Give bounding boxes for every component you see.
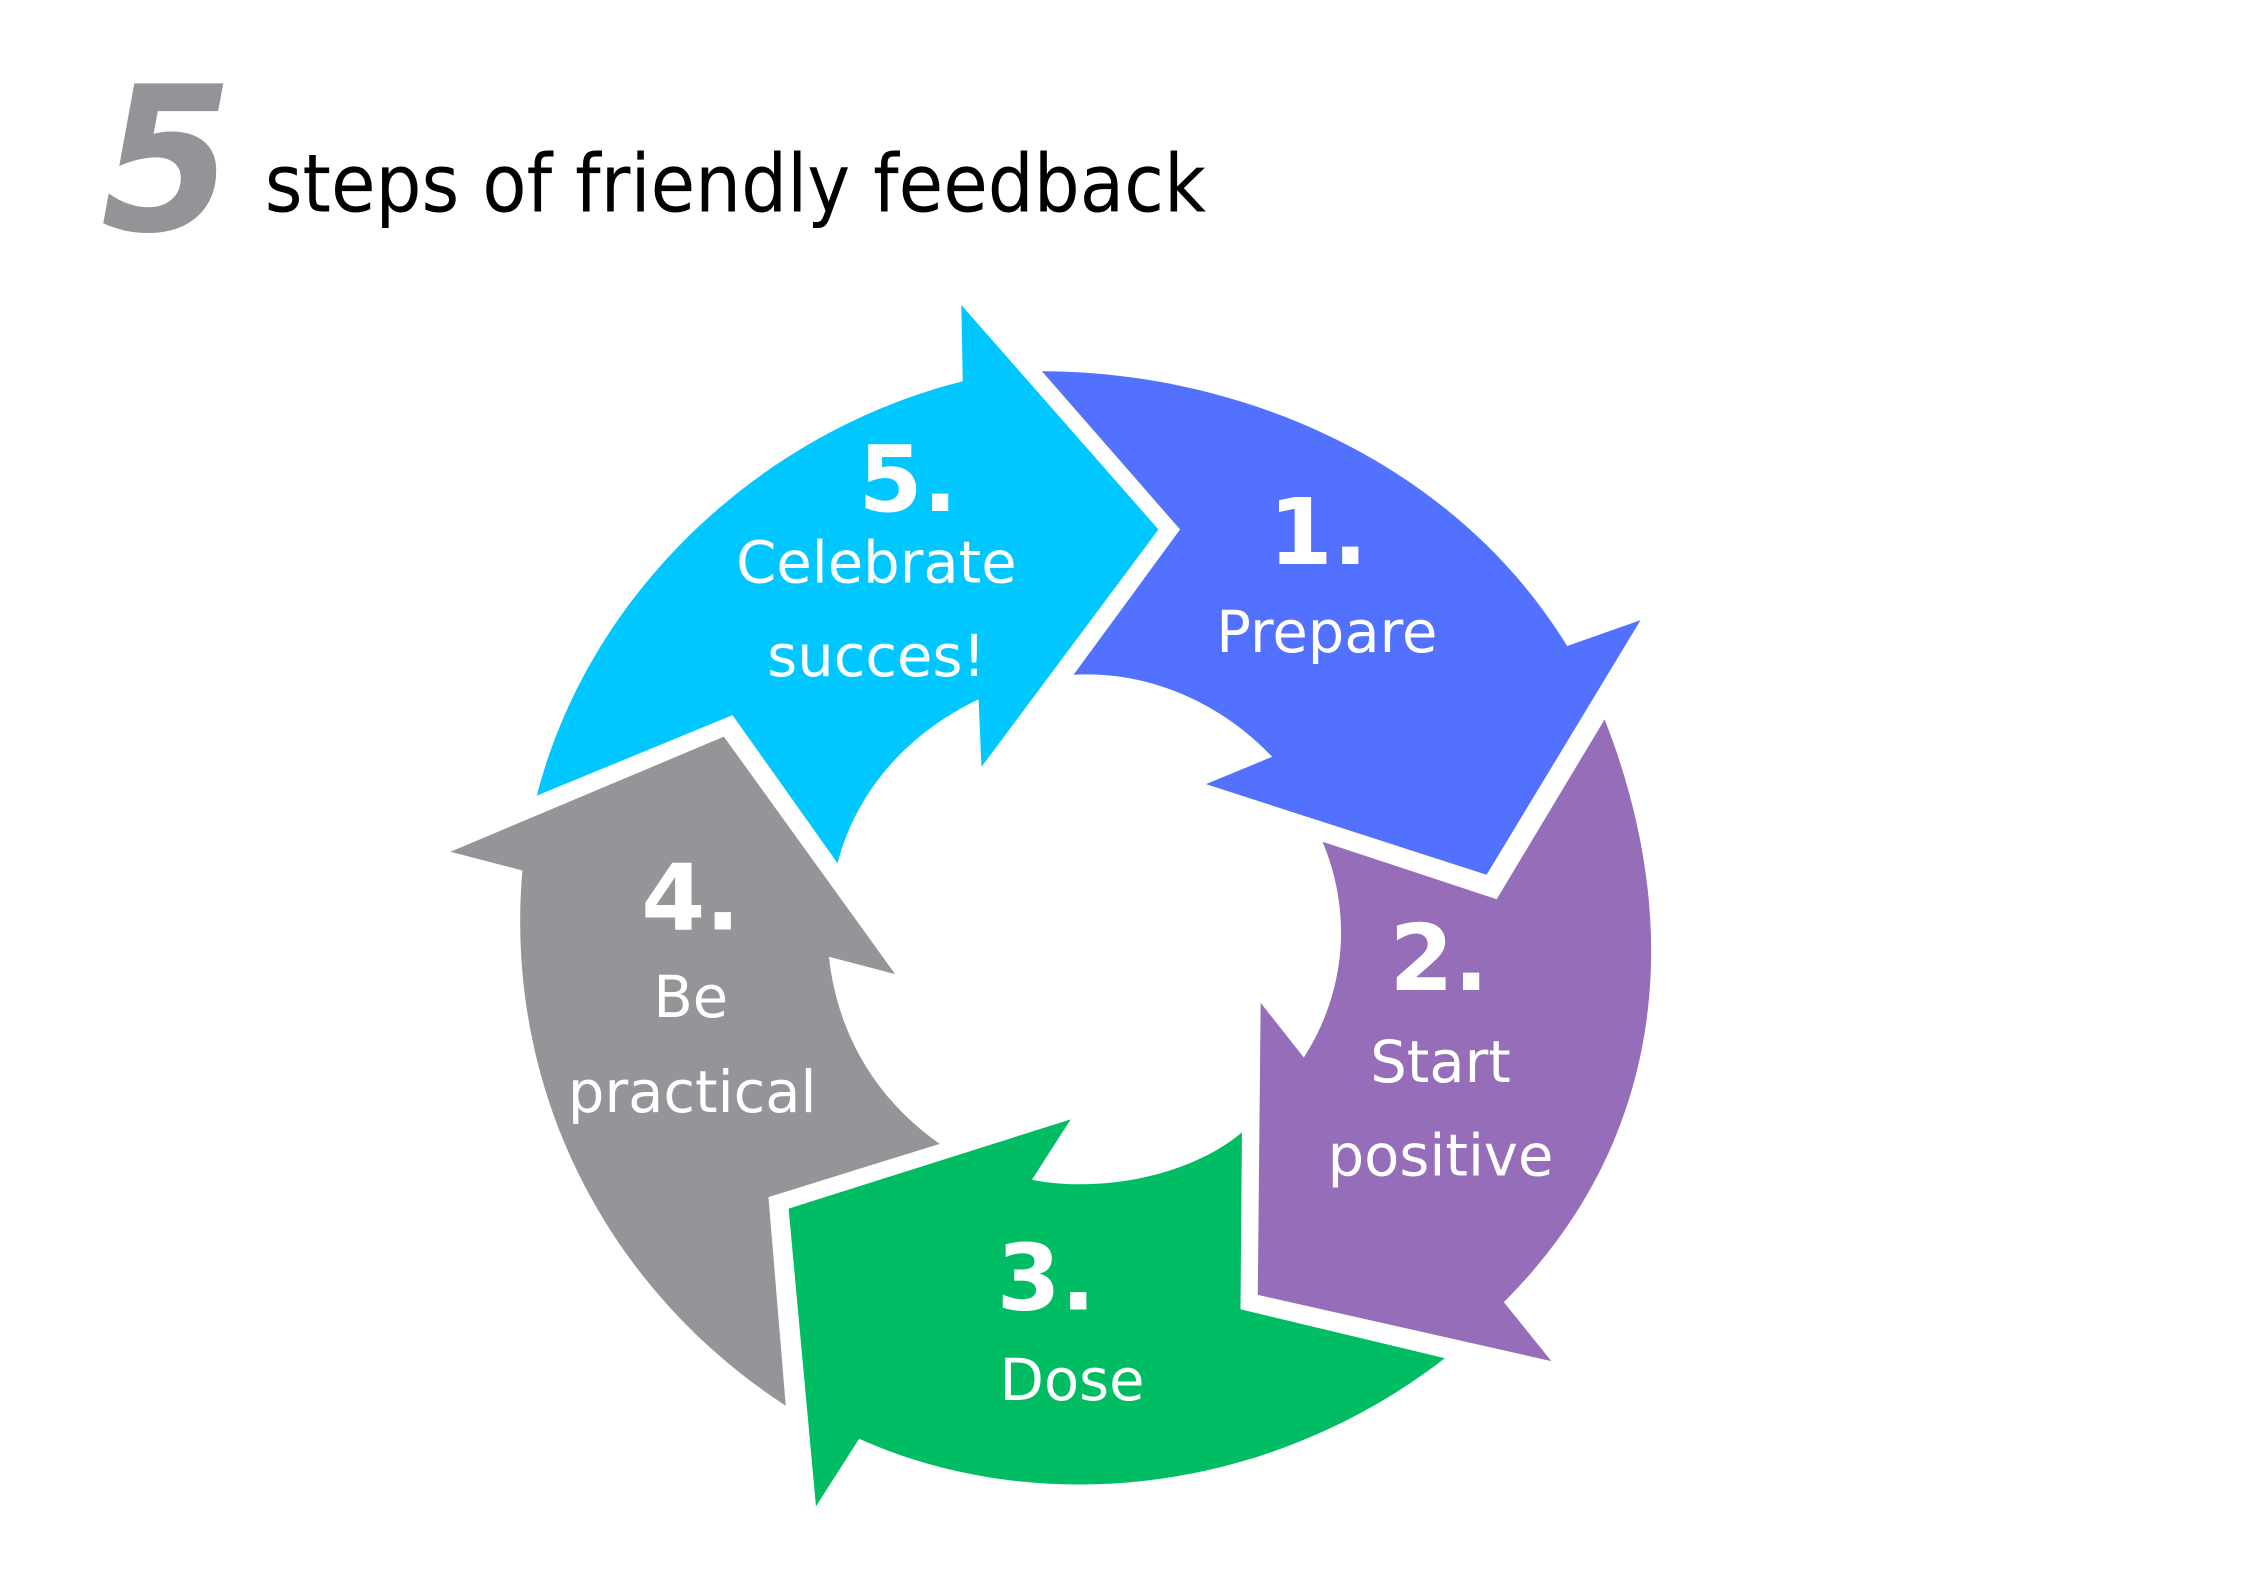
- step-4: 4. Be practical: [568, 844, 817, 1126]
- step-2-label-line-2: positive: [1328, 1123, 1554, 1190]
- step-5-number: 5.: [859, 426, 958, 533]
- step-4-number: 4.: [641, 844, 740, 951]
- step-3-number: 3.: [997, 1224, 1096, 1331]
- step-4-label-line-2: practical: [568, 1059, 817, 1126]
- title-number: 5: [101, 43, 233, 278]
- step-2-label-line-1: Start: [1370, 1029, 1511, 1096]
- segment-2-arrow: [1257, 719, 1652, 1362]
- segment-3-arrow: [788, 1119, 1445, 1507]
- title-text: steps of friendly feedback: [265, 138, 1206, 232]
- segment-5-arrow: [536, 305, 1159, 864]
- step-2-number: 2.: [1390, 905, 1489, 1012]
- step-3: 3. Dose: [997, 1224, 1145, 1414]
- cycle: [450, 305, 1652, 1507]
- title: 5 steps of friendly feedback: [101, 43, 1207, 278]
- step-5-label-line-1: Celebrate: [736, 530, 1016, 597]
- step-4-label-line-1: Be: [653, 964, 728, 1031]
- step-2: 2. Start positive: [1328, 905, 1554, 1190]
- step-1-number: 1.: [1269, 479, 1368, 586]
- segment-4-arrow: [450, 736, 940, 1406]
- step-5: 5. Celebrate succes!: [736, 426, 1016, 690]
- step-1-label-line-1: Prepare: [1216, 599, 1437, 666]
- segment-1-arrow: [1041, 371, 1641, 875]
- step-3-label-line-1: Dose: [1000, 1347, 1145, 1414]
- step-1: 1. Prepare: [1216, 479, 1437, 666]
- step-5-label-line-2: succes!: [767, 623, 985, 690]
